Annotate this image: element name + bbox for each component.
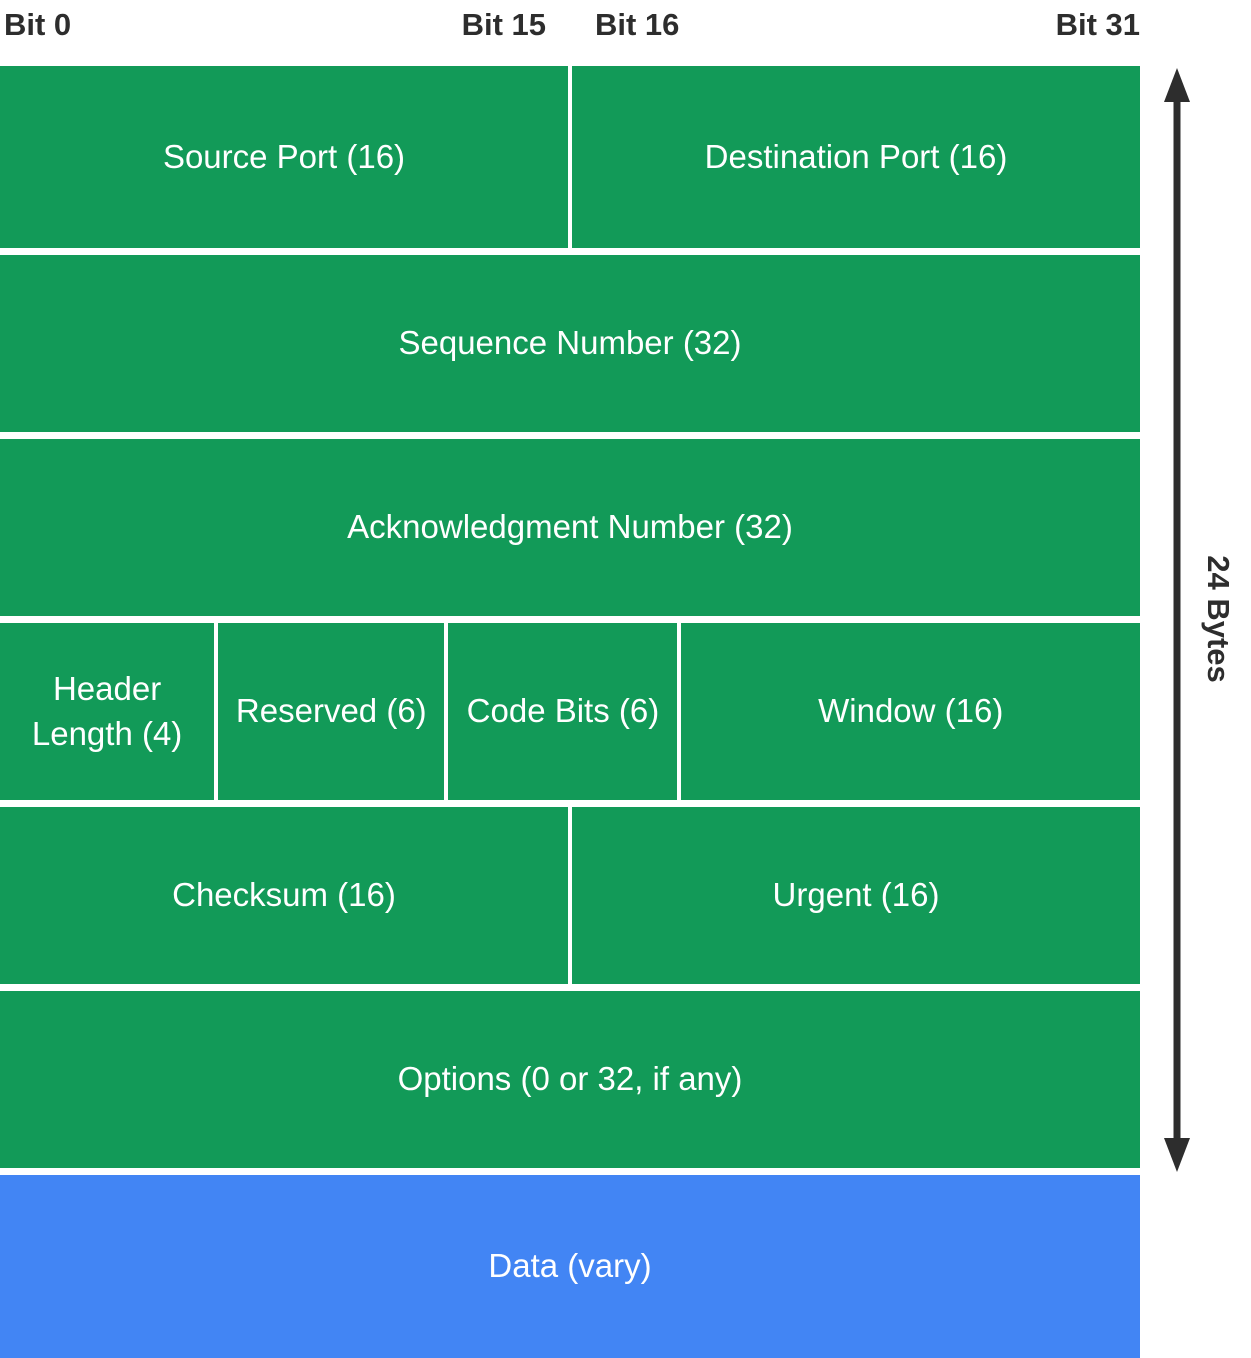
bit-15-label: Bit 15	[461, 7, 546, 42]
row-sequence-number: Sequence Number (32)	[0, 255, 1140, 432]
row-options: Options (0 or 32, if any)	[0, 991, 1140, 1168]
row-acknowledgment-number: Acknowledgment Number (32)	[0, 439, 1140, 616]
field-checksum: Checksum (16)	[0, 807, 568, 984]
field-options: Options (0 or 32, if any)	[0, 991, 1140, 1168]
row-flags-window: Header Length (4) Reserved (6) Code Bits…	[0, 623, 1140, 800]
bit-16-label: Bit 16	[595, 7, 680, 42]
bit-31-label: Bit 31	[1055, 7, 1140, 42]
row-checksum-urgent: Checksum (16) Urgent (16)	[0, 807, 1140, 984]
tcp-header-table: Source Port (16) Destination Port (16) S…	[0, 66, 1140, 1358]
bit-0-label: Bit 0	[4, 7, 72, 42]
field-acknowledgment-number: Acknowledgment Number (32)	[0, 439, 1140, 616]
bit-scale-right-half: Bit 16 Bit 31	[570, 6, 1140, 43]
byte-size-annotation: 24 Bytes	[1201, 555, 1236, 683]
field-sequence-number: Sequence Number (32)	[0, 255, 1140, 432]
field-data: Data (vary)	[0, 1175, 1140, 1358]
field-reserved: Reserved (6)	[218, 623, 445, 800]
field-source-port: Source Port (16)	[0, 66, 568, 248]
field-code-bits: Code Bits (6)	[448, 623, 678, 800]
field-urgent: Urgent (16)	[572, 807, 1140, 984]
byte-span-arrow	[1164, 68, 1190, 1172]
bit-scale-left-half: Bit 0 Bit 15	[0, 6, 570, 43]
field-header-length: Header Length (4)	[0, 623, 215, 800]
field-window: Window (16)	[681, 623, 1140, 800]
bit-scale: Bit 0 Bit 15 Bit 16 Bit 31	[0, 6, 1140, 43]
row-data: Data (vary)	[0, 1175, 1140, 1358]
row-ports: Source Port (16) Destination Port (16)	[0, 66, 1140, 248]
field-destination-port: Destination Port (16)	[572, 66, 1140, 248]
